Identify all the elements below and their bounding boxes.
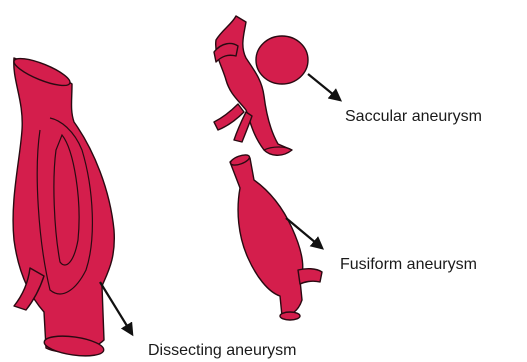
fusiform-aneurysm-label: Fusiform aneurysm [340, 257, 477, 273]
saccular-pointer-arrow-icon [308, 74, 340, 100]
saccular-aneurysm-illustration [214, 16, 308, 155]
saccular-aneurysm-label: Saccular aneurysm [345, 109, 482, 125]
dissecting-pointer-arrow-icon [100, 282, 132, 334]
dissecting-aneurysm-label: Dissecting aneurysm [148, 343, 297, 359]
dissecting-aneurysm-illustration [11, 53, 114, 359]
